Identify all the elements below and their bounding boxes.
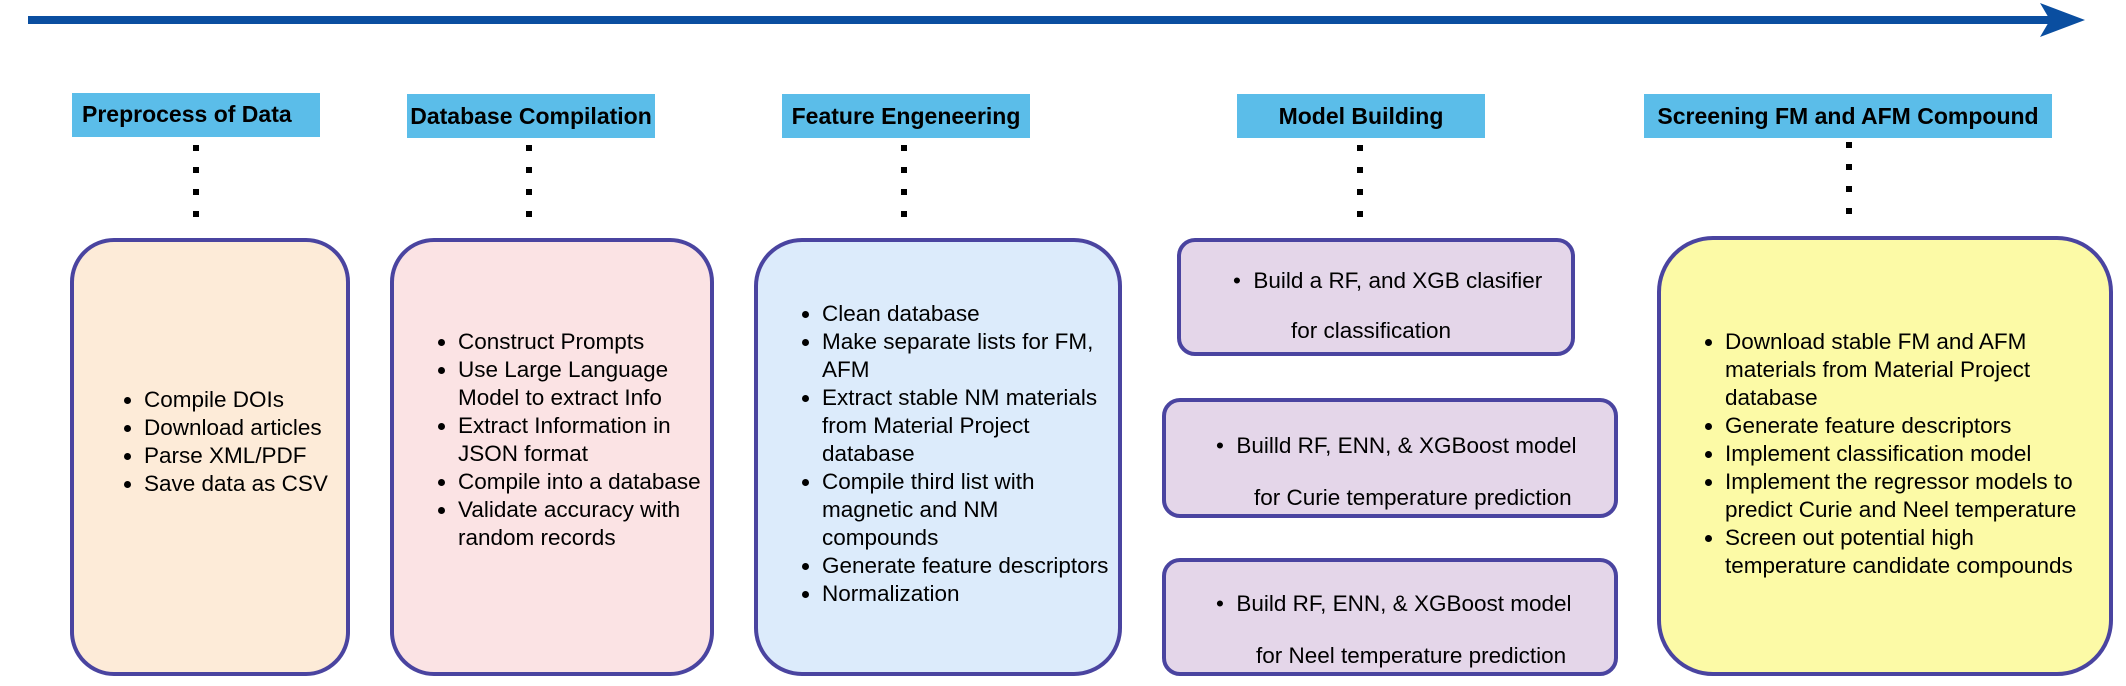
- preprocess-box: Compile DOIs Download articles Parse XML…: [70, 238, 350, 676]
- list-item: Generate feature descriptors: [1725, 412, 2095, 440]
- list-item: Implement classification model: [1725, 440, 2095, 468]
- list-item: Parse XML/PDF: [144, 442, 346, 470]
- list-item: Clean database: [822, 300, 1112, 328]
- stage-header-database: Database Compilation: [407, 94, 655, 138]
- connector-preprocess: [191, 145, 201, 225]
- timeline-arrow: [28, 3, 2085, 37]
- curie-model-box: • Builld RF, ENN, & XGBoost model for Cu…: [1162, 398, 1618, 518]
- list-item: Compile DOIs: [144, 386, 346, 414]
- database-list: Construct Prompts Use Large Language Mod…: [394, 328, 703, 552]
- classifier-box: • Build a RF, and XGB clasifier for clas…: [1177, 238, 1575, 356]
- list-item: Use Large Language Model to extract Info: [458, 356, 703, 412]
- list-item: Extract stable NM materials from Materia…: [822, 384, 1112, 468]
- list-item: Generate feature descriptors: [822, 552, 1112, 580]
- list-item: Validate accuracy with random records: [458, 496, 703, 552]
- screening-list: Download stable FM and AFM materials fro…: [1661, 328, 2095, 580]
- list-item: Download stable FM and AFM materials fro…: [1725, 328, 2095, 412]
- feature-box: Clean database Make separate lists for F…: [754, 238, 1122, 676]
- connector-model: [1355, 145, 1365, 225]
- stage-title-screening: Screening FM and AFM Compound: [1657, 103, 2039, 129]
- list-item: Make separate lists for FM, AFM: [822, 328, 1112, 384]
- preprocess-list: Compile DOIs Download articles Parse XML…: [74, 386, 346, 498]
- stage-header-feature: Feature Engeneering: [782, 94, 1030, 138]
- stage-header-model: Model Building: [1237, 94, 1485, 138]
- list-item: Compile into a database: [458, 468, 703, 496]
- curie-line2: for Curie temperature prediction: [1254, 485, 1572, 510]
- stage-title-preprocess: Preprocess of Data: [82, 101, 292, 127]
- list-item: Compile third list with magnetic and NM …: [822, 468, 1112, 552]
- list-item: Save data as CSV: [144, 470, 346, 498]
- stage-title-database: Database Compilation: [410, 103, 652, 129]
- feature-list: Clean database Make separate lists for F…: [758, 300, 1112, 608]
- list-item: Screen out potential high temperature ca…: [1725, 524, 2095, 580]
- list-item: Implement the regressor models to predic…: [1725, 468, 2095, 524]
- list-item: Download articles: [144, 414, 346, 442]
- classifier-line1: • Build a RF, and XGB clasifier: [1233, 268, 1543, 293]
- stage-header-screening: Screening FM and AFM Compound: [1644, 94, 2052, 138]
- stage-header-preprocess: Preprocess of Data: [72, 93, 320, 137]
- database-box: Construct Prompts Use Large Language Mod…: [390, 238, 714, 676]
- classifier-line2: for classification: [1291, 318, 1452, 343]
- list-item: Construct Prompts: [458, 328, 703, 356]
- curie-line1: • Builld RF, ENN, & XGBoost model: [1216, 433, 1577, 458]
- stage-title-feature: Feature Engeneering: [791, 103, 1021, 129]
- connector-feature: [899, 145, 909, 225]
- connector-database: [524, 145, 534, 225]
- connector-screening: [1844, 142, 1854, 222]
- stage-title-model: Model Building: [1278, 103, 1444, 129]
- list-item: Normalization: [822, 580, 1112, 608]
- list-item: Extract Information in JSON format: [458, 412, 703, 468]
- neel-line1: • Build RF, ENN, & XGBoost model: [1216, 591, 1572, 616]
- screening-box: Download stable FM and AFM materials fro…: [1657, 236, 2113, 676]
- neel-model-box: • Build RF, ENN, & XGBoost model for Nee…: [1162, 558, 1618, 676]
- neel-line2: for Neel temperature prediction: [1256, 643, 1567, 668]
